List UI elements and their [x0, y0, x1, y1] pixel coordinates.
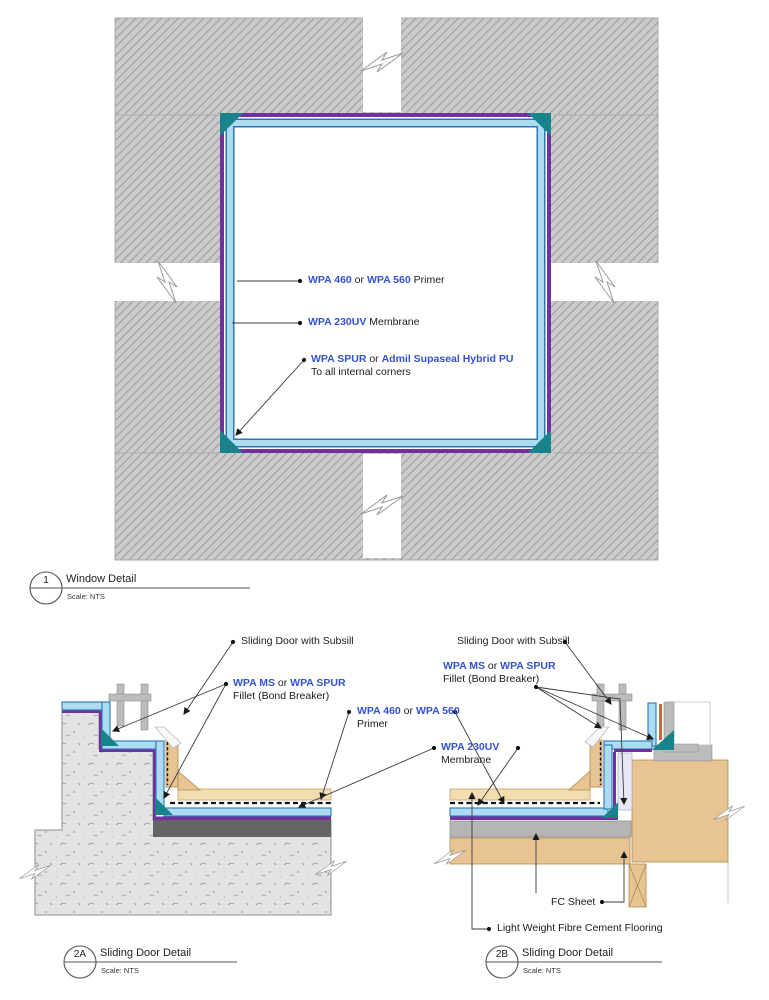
- bond-breaker-fillet-lower: [602, 802, 618, 818]
- label-membrane: WPA 230UV Membrane: [308, 316, 420, 328]
- corner-fillet-top-right: [528, 113, 551, 136]
- fibre-cement-flooring: [449, 788, 591, 801]
- detail-number-2b: 2B: [495, 949, 509, 960]
- membrane-purple: [153, 749, 156, 817]
- sliding-door-frame: [618, 683, 627, 731]
- detail-scale-1: Scale: NTS: [67, 592, 105, 601]
- detail-number-2a: 2A: [73, 949, 87, 960]
- title-blocks: [29, 571, 662, 979]
- bond-breaker-fillet-upper: [101, 728, 119, 746]
- subsill-flashing: [154, 726, 182, 749]
- screed-layer: [153, 820, 331, 837]
- detail-title-1: Window Detail: [66, 573, 137, 585]
- label-corner-seal: WPA SPUR or Admil Supaseal Hybrid PU To …: [311, 353, 514, 378]
- detail-scale-2b: Scale: NTS: [523, 966, 561, 975]
- subsill-flashing: [584, 726, 610, 748]
- floor-tiles: [177, 788, 332, 801]
- timber-wall-framing: [631, 759, 729, 863]
- label-door-right: Sliding Door with Subsill: [457, 635, 570, 647]
- sealant-line: [659, 704, 662, 740]
- timber-wedge: [567, 770, 591, 791]
- bond-breaker-fillet-upper: [652, 730, 674, 750]
- wall-lining-panel: [617, 752, 633, 811]
- sliding-door-frame: [140, 683, 149, 731]
- label-primer: WPA 460 or WPA 560 Primer: [308, 274, 445, 286]
- label-fillet-left: WPA MS or WPA SPUR Fillet (Bond Breaker): [233, 677, 346, 702]
- sliding-door-detail-2a: [18, 683, 348, 916]
- fc-sheet-layer: [449, 820, 632, 838]
- detail-title-2a: Sliding Door Detail: [100, 947, 192, 959]
- detail-scale-2a: Scale: NTS: [101, 966, 139, 975]
- primer-ring: [227, 120, 544, 446]
- corner-fillet-bottom-right: [528, 430, 551, 453]
- corner-fillet-top-left: [220, 113, 243, 136]
- leader-lines: [112, 278, 654, 932]
- timber-joist: [449, 837, 631, 865]
- corner-fillet-bottom-left: [220, 430, 243, 453]
- label-door-left: Sliding Door with Subsill: [241, 635, 354, 647]
- label-membrane-shared: WPA 230UV Membrane: [441, 741, 500, 766]
- timber-wedge: [177, 770, 202, 791]
- label-fillet-right: WPA MS or WPA SPUR Fillet (Bond Breaker): [443, 660, 556, 685]
- detail-title-2b: Sliding Door Detail: [522, 947, 614, 959]
- bond-breaker-fillet-lower: [155, 797, 173, 815]
- membrane-purple-ring: [220, 113, 551, 453]
- label-primer-shared: WPA 460 or WPA 560 Primer: [357, 705, 460, 730]
- detail-number-1: 1: [43, 575, 49, 586]
- label-lightweight-flooring: Light Weight Fibre Cement Flooring: [497, 922, 663, 934]
- sliding-door-detail-2b: [433, 683, 746, 908]
- window-detail-drawing: [114, 17, 659, 561]
- label-fc-sheet: FC Sheet: [551, 896, 596, 908]
- window-opening: [220, 113, 551, 453]
